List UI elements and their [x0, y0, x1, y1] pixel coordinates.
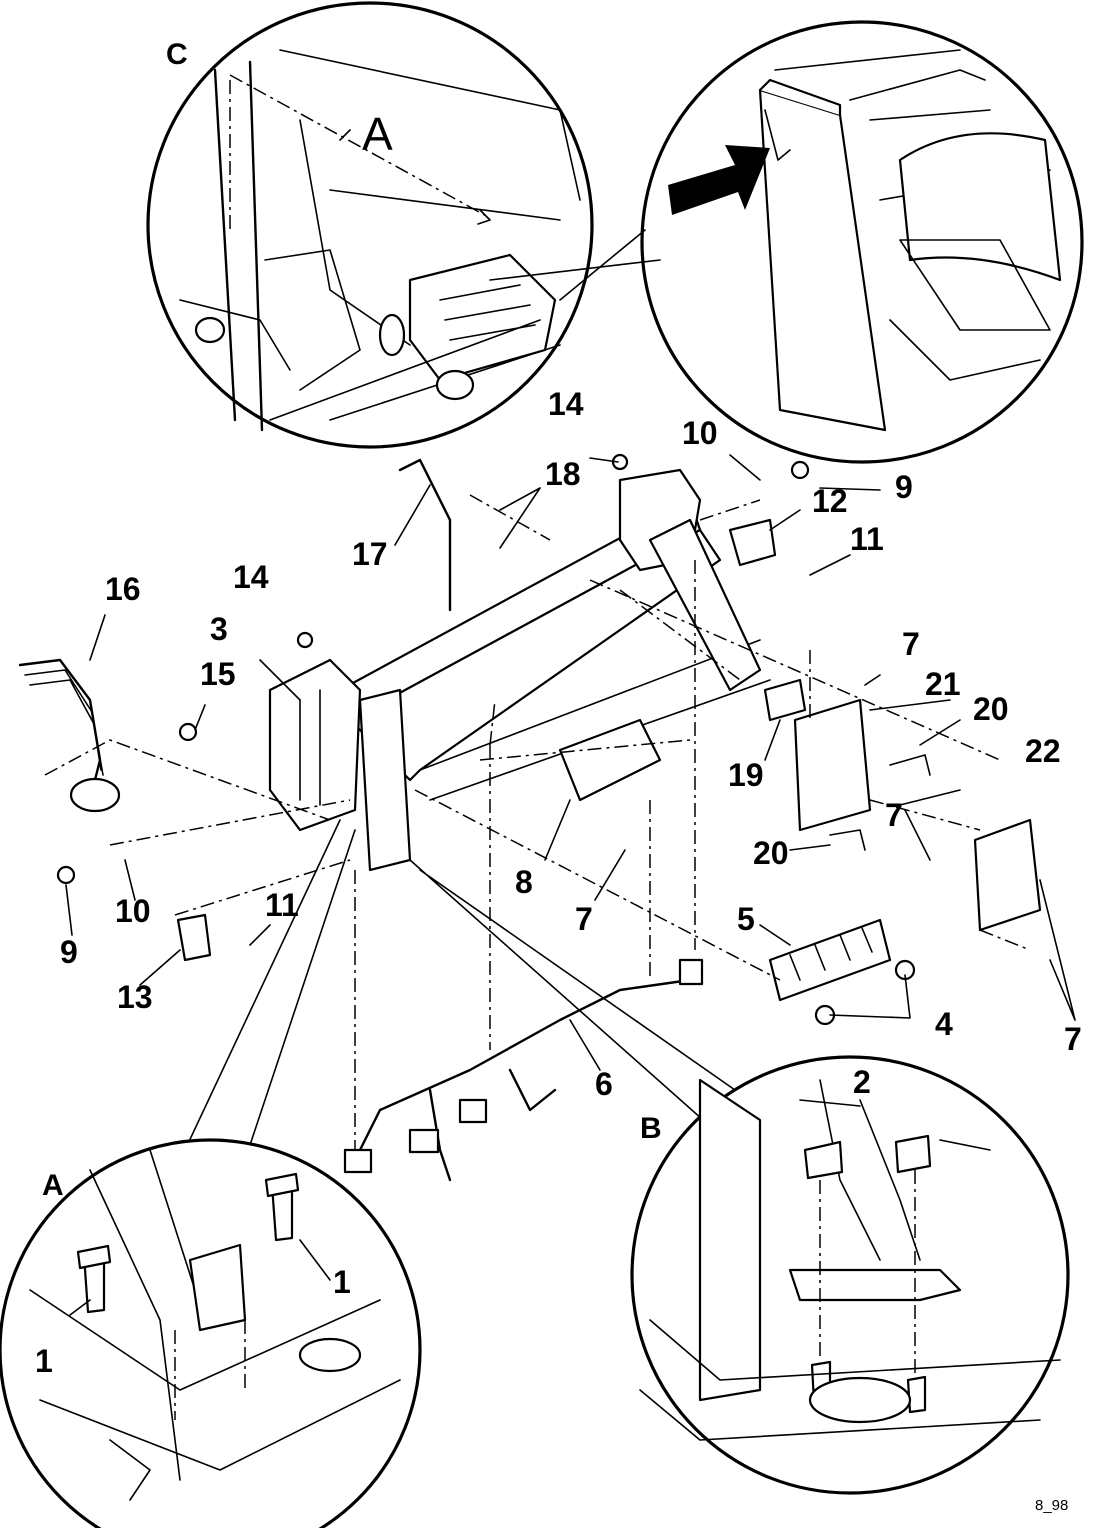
detail-clip-circle: [640, 20, 1084, 464]
detail-a-drawing: [29, 1149, 401, 1501]
support-tube: [648, 518, 762, 692]
callout-6: 6: [595, 1066, 613, 1102]
detail-clip-leader-2: [489, 259, 661, 281]
detail-c-drawing: [179, 49, 581, 432]
callout-8: 8: [515, 864, 533, 900]
detail-clip-drawing: [668, 49, 1062, 432]
callout-1-right: 1: [333, 1264, 351, 1300]
detail-view-clip: [489, 20, 1084, 464]
callout-4: 4: [935, 1006, 953, 1042]
callout-7-bottom-right: 7: [1064, 1021, 1082, 1057]
callout-18: 18: [545, 456, 581, 492]
detail-a-circle: [0, 1138, 422, 1528]
detail-b-letter: B: [640, 1112, 662, 1145]
detail-c-letter: C: [166, 38, 188, 71]
detail-view-a: A: [0, 1138, 422, 1528]
callout-11-top: 11: [850, 521, 884, 557]
wiring-harness-6: [358, 978, 692, 1152]
callout-labels: 2 1 1 3 4 5 6 7 7 7 7 8 9 9 10 10 11 11 …: [35, 386, 1082, 1379]
module-21: [793, 698, 872, 832]
callout-14-left: 14: [233, 559, 269, 595]
callout-9-left: 9: [60, 934, 78, 970]
callout-17: 17: [352, 536, 388, 572]
callout-22: 22: [1025, 733, 1061, 769]
module-22: [973, 818, 1042, 932]
module-8: [558, 718, 662, 802]
callout-15: 15: [200, 656, 236, 692]
callout-7-lower: 7: [575, 901, 593, 937]
left-bracket: [268, 658, 362, 832]
callout-10-top: 10: [682, 415, 718, 451]
callout-14-top: 14: [548, 386, 584, 422]
callout-11-left: 11: [265, 887, 299, 923]
relay-block-5: [768, 918, 892, 1002]
clip-12: [728, 518, 777, 567]
callout-2: 2: [853, 1064, 871, 1100]
callout-7-top: 7: [902, 626, 920, 662]
detail-b-drawing: [639, 1078, 1061, 1441]
vertical-member: [358, 688, 412, 872]
rod: [398, 458, 452, 612]
callout-3: 3: [210, 611, 228, 647]
callout-12: 12: [812, 483, 848, 519]
callout-10-left: 10: [115, 893, 151, 929]
detail-a-letter: A: [42, 1169, 64, 1202]
callout-20-top: 20: [973, 691, 1009, 727]
callout-5: 5: [737, 901, 755, 937]
callout-1-left: 1: [35, 1343, 53, 1379]
callout-9-top: 9: [895, 469, 913, 505]
callout-20-bottom: 20: [753, 835, 789, 871]
harness-16: [18, 658, 102, 782]
figure-reference: 8_98: [1035, 1497, 1068, 1514]
clip-13: [176, 913, 212, 962]
callout-7-middle: 7: [885, 797, 903, 833]
main-assembly: [18, 453, 1076, 1182]
insert-arrow-icon: [668, 145, 770, 215]
callout-21: 21: [925, 666, 961, 702]
bracket-19: [763, 678, 807, 722]
callout-16: 16: [105, 571, 141, 607]
callout-13: 13: [117, 979, 153, 1015]
detail-clip-leader-1: [559, 229, 646, 301]
detail-view-b: B: [630, 1055, 1070, 1495]
callout-19: 19: [728, 757, 764, 793]
detail-c-inner-label: A: [362, 108, 393, 160]
detail-view-c: C A: [146, 1, 594, 449]
